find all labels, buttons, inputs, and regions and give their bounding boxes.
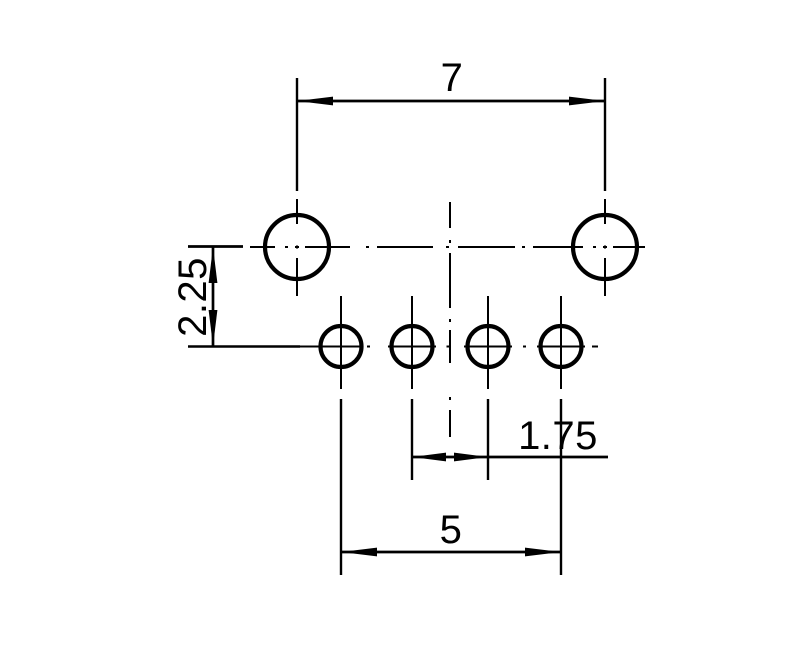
holes <box>262 212 640 370</box>
pin-hole-1 <box>318 323 364 370</box>
arrowhead-up <box>208 247 218 283</box>
dimension-bottom-span: 5 <box>339 399 563 575</box>
dim-bottom-value: 5 <box>440 508 463 552</box>
pin-hole-2 <box>389 323 435 370</box>
arrowhead-right <box>525 547 561 557</box>
mounting-hole-right <box>570 212 640 282</box>
arrowhead-left <box>297 96 333 106</box>
mounting-hole-left <box>262 212 332 282</box>
dim-inner-pitch-value: 1.75 <box>518 414 598 458</box>
arrowhead-right <box>569 96 605 106</box>
dim-left-value: 2.25 <box>171 257 215 337</box>
pin-hole-3 <box>465 323 511 370</box>
arrowhead-down <box>208 310 218 346</box>
dimension-top-width: 7 <box>295 56 607 191</box>
arrowhead-right <box>454 452 488 462</box>
centerline-pins-vertical <box>340 296 562 389</box>
dim-top-value: 7 <box>441 56 464 100</box>
dimension-inner-pitch: 1.75 <box>410 399 608 480</box>
centerlines <box>250 199 645 437</box>
dimension-left-height: 2.25 <box>171 245 300 348</box>
arrowhead-left <box>412 452 446 462</box>
arrowhead-left <box>341 547 377 557</box>
pin-hole-4 <box>538 323 584 370</box>
